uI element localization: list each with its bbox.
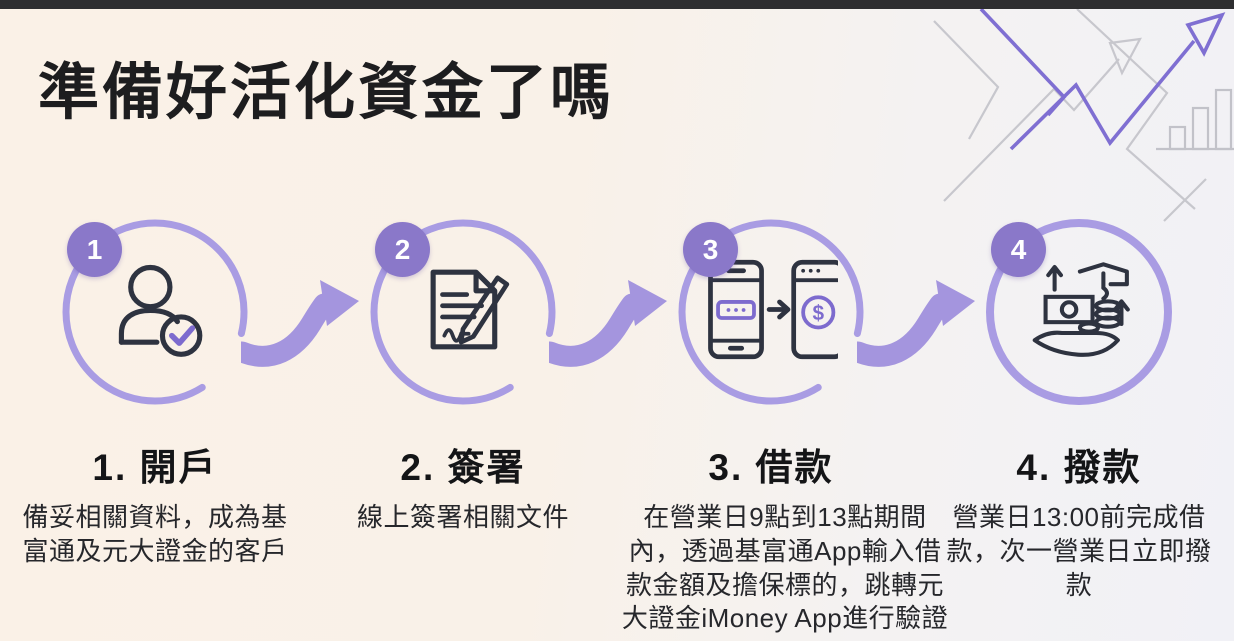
step-4-description: 營業日13:00前完成借款，次一營業日立即撥款 <box>946 502 1212 600</box>
step-ring <box>62 219 248 405</box>
step-2-heading: 2. 簽署 <box>400 447 526 488</box>
step-2-description: 線上簽署相關文件 <box>356 502 569 532</box>
top-strip <box>0 0 1234 9</box>
process-steps: 1 1. 開戶 備妥相關資料，成為基富通及元大證金的客戶 2 <box>1 197 1233 641</box>
step-3-circle: 3 $ <box>678 219 864 405</box>
step-1-description: 備妥相關資料，成為基富通及元大證金的客戶 <box>22 502 288 566</box>
step-3-description: 在營業日9點到13點期間內，透過基富通App輸入借款金額及擔保標的，跳轉元大證金… <box>621 502 949 634</box>
document-sign-icon <box>407 254 519 371</box>
step-ring <box>370 219 556 405</box>
step-number-badge: 1 <box>67 222 122 277</box>
step-4-disburse: 4 4. 撥款 營業日13:00前完成借款，次一營業日立即撥 <box>925 197 1233 641</box>
step-4-heading: 4. 撥款 <box>1016 447 1142 488</box>
person-check-icon <box>99 254 211 371</box>
hands-money-icon <box>1020 254 1138 371</box>
growth-arrows-decoration <box>933 9 1234 222</box>
step-3-heading: 3. 借款 <box>708 447 834 488</box>
step-2-sign: 2 2. 簽署 線上簽署相關文件 <box>309 197 617 641</box>
step-1-open-account: 1 1. 開戶 備妥相關資料，成為基富通及元大證金的客戶 <box>1 197 309 641</box>
bar-chart-icon <box>1156 88 1234 151</box>
phone-transfer-icon: $ <box>704 258 846 367</box>
step-2-circle: 2 <box>370 219 556 405</box>
step-3-borrow: 3 $ 3. 借款 在營業 <box>617 197 948 641</box>
arrow-step1-to-step2 <box>241 280 359 367</box>
step-number-badge: 3 <box>683 222 738 277</box>
svg-text:$: $ <box>812 302 824 325</box>
step-number-badge: 2 <box>375 222 430 277</box>
arrow-step2-to-step3 <box>549 280 667 367</box>
step-ring <box>678 219 864 405</box>
step-ring <box>986 219 1172 405</box>
step-1-heading: 1. 開戶 <box>92 447 218 488</box>
step-number-badge: 4 <box>991 222 1046 277</box>
step-1-circle: 1 <box>62 219 248 405</box>
arrow-step3-to-step4 <box>857 280 975 367</box>
trend-arrow-icon <box>979 9 1226 151</box>
step-4-circle: 4 <box>986 219 1172 405</box>
gray-trend-lines <box>933 9 1207 222</box>
page-title: 準備好活化資金了嗎 <box>38 58 615 126</box>
